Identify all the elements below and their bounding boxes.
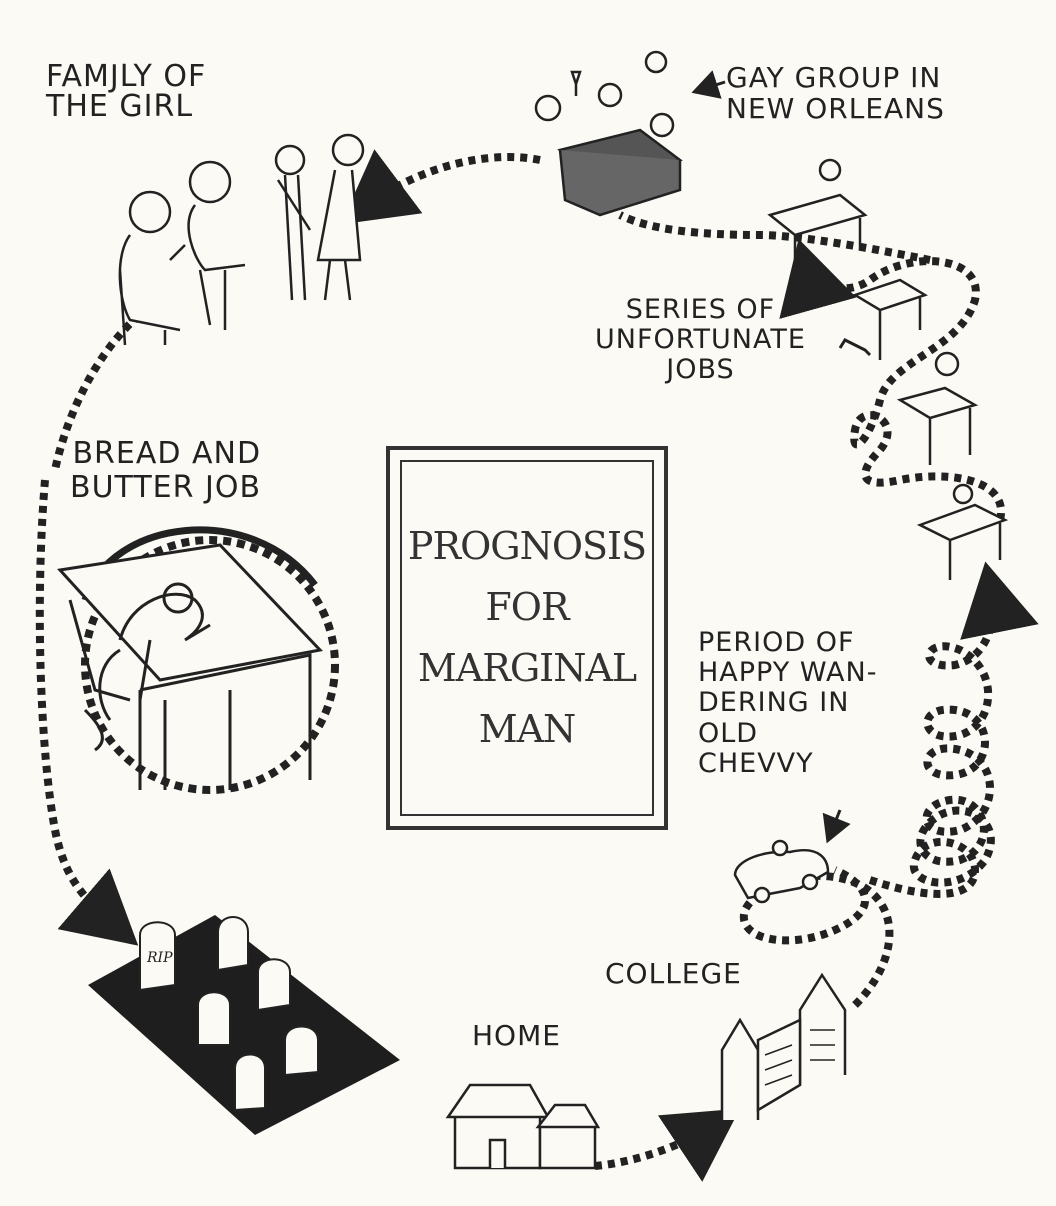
home-label: HOME xyxy=(472,1019,561,1052)
grave-rip-text: RIP xyxy=(146,950,173,966)
gay-group-label: GAY GROUP IN NEW ORLEANS xyxy=(726,61,945,126)
pointer-chevvy xyxy=(822,809,851,844)
house-wing-roof xyxy=(535,1103,601,1129)
raised-glass xyxy=(570,70,582,96)
house-door xyxy=(488,1138,507,1168)
job-desk xyxy=(767,193,868,262)
title-inner-frame: PROGNOSIS FOR MARGINAL MAN xyxy=(400,460,654,816)
guest-head xyxy=(649,112,675,138)
pointer-jobs xyxy=(838,338,872,357)
college-building xyxy=(720,972,847,1120)
gay-group-table xyxy=(534,50,683,217)
car-body xyxy=(733,849,830,900)
family-girl-body xyxy=(316,169,362,301)
guest-head xyxy=(534,94,562,122)
car-wheel xyxy=(801,873,819,891)
unfortunate-jobs-desks xyxy=(767,158,1009,580)
family-man-head xyxy=(274,144,306,176)
path-gay-group-to-family xyxy=(340,149,541,225)
guest-head xyxy=(644,50,668,74)
job-desk xyxy=(852,278,928,360)
desk xyxy=(138,653,312,790)
title-line-1: PROGNOSIS xyxy=(407,524,647,569)
family-mother-body xyxy=(187,204,246,330)
gravestone xyxy=(197,991,231,1046)
unfortunate-jobs-label: SERIES OF UNFORTUNATE JOBS xyxy=(595,294,806,386)
job-worker-head xyxy=(934,351,960,377)
label-pointers xyxy=(691,70,872,844)
path-home-to-college xyxy=(594,1108,740,1182)
desk-chair xyxy=(68,599,131,752)
family-of-girl-label: FAMJLY OF THE GIRL xyxy=(46,59,207,124)
drafting-board xyxy=(57,543,323,682)
family-man-body xyxy=(276,174,312,301)
title-box: PROGNOSIS FOR MARGINAL MAN xyxy=(386,446,668,830)
old-chevvy-car xyxy=(733,839,830,904)
table-cloth xyxy=(558,149,682,217)
bread-job-dotted-ring xyxy=(81,536,339,794)
path-jobs-to-gay-group xyxy=(618,211,931,264)
drafter-head xyxy=(162,582,194,614)
job-worker-head xyxy=(952,483,974,505)
happy-wandering-label: PERIOD OF HAPPY WAN- DERING IN OLD CHEVV… xyxy=(698,627,878,779)
pointer-gay-group xyxy=(691,70,726,99)
title-line-3: MARGINAL xyxy=(417,646,637,690)
path-college-to-car xyxy=(739,866,894,1008)
college-windows xyxy=(764,1029,835,1086)
college-tower-left xyxy=(720,1017,760,1120)
path-wandering-loops xyxy=(868,561,1039,898)
gravestone xyxy=(139,921,176,992)
car-driver-head xyxy=(771,839,789,857)
college-label: COLLEGE xyxy=(605,957,742,990)
family-father-body xyxy=(118,234,186,346)
gravestones xyxy=(139,916,319,1112)
job-worker-head xyxy=(818,158,842,182)
family-father-head xyxy=(128,190,172,234)
job-desk xyxy=(916,503,1009,580)
house-roof xyxy=(445,1083,551,1119)
path-jobs-zigzag xyxy=(779,238,1006,521)
family-mother-head xyxy=(188,160,232,204)
gravestone xyxy=(257,958,291,1012)
gravestone xyxy=(234,1053,266,1112)
guest-head xyxy=(597,82,623,108)
cemetery: RIP xyxy=(88,915,400,1135)
job-desk xyxy=(896,386,979,465)
family-group xyxy=(118,133,365,346)
gravestone xyxy=(217,916,249,972)
path-family-to-bread xyxy=(51,296,163,471)
car-wheel xyxy=(753,886,771,904)
home-house xyxy=(445,1083,601,1170)
drafting-table-scene xyxy=(57,526,323,790)
life-path xyxy=(35,149,1039,1182)
house-wing xyxy=(538,1123,597,1170)
bread-butter-job-label: BREAD AND BUTTER JOB xyxy=(70,436,262,505)
gravestone xyxy=(284,1025,319,1077)
title-line-4: MAN xyxy=(478,706,577,751)
path-bread-to-grave xyxy=(35,479,139,946)
family-girl-head xyxy=(331,133,365,167)
title-line-2: FOR xyxy=(485,585,569,630)
